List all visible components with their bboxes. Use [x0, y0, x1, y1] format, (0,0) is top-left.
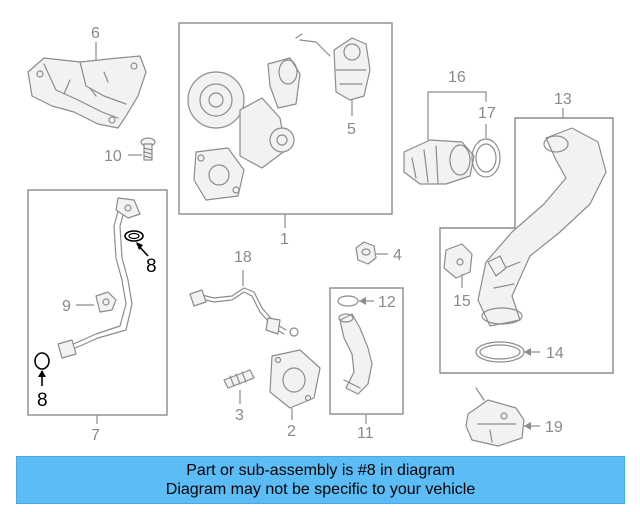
part-13-charge-air-pipe[interactable]	[477, 127, 607, 327]
part-18-oil-line[interactable]	[189, 287, 299, 337]
callout-9: 9	[62, 298, 71, 315]
callout-7: 7	[91, 427, 100, 444]
part-8-seal-washer-lower[interactable]	[34, 352, 50, 370]
callout-8-upper: 8	[146, 256, 157, 277]
charge-pipe-box	[439, 117, 614, 374]
callout-3: 3	[235, 407, 244, 424]
part-11-oil-return-pipe[interactable]	[338, 313, 373, 395]
callout-14: 14	[546, 345, 564, 362]
part-16-intake-connector[interactable]	[403, 139, 475, 185]
callout-2: 2	[287, 423, 296, 440]
part-17-seal-ring[interactable]	[471, 138, 501, 178]
banner-line-2: Diagram may not be specific to your vehi…	[165, 481, 476, 498]
part-6-heat-shield[interactable]	[27, 55, 147, 129]
part-12-o-ring[interactable]	[337, 295, 359, 307]
callout-6: 6	[91, 25, 100, 42]
part-10-bolt[interactable]	[140, 137, 156, 161]
callout-17: 17	[478, 105, 496, 122]
callout-8-lower: 8	[37, 390, 48, 411]
callout-11: 11	[357, 425, 374, 442]
part-14-clamp-ring[interactable]	[475, 341, 525, 363]
part-2-gasket[interactable]	[269, 349, 321, 409]
callout-5: 5	[347, 121, 356, 138]
callout-19: 19	[545, 419, 563, 436]
part-7-oil-supply-line[interactable]	[57, 197, 141, 359]
banner-line-1: Part or sub-assembly is #8 in diagram	[186, 462, 455, 479]
part-9-banjo-fitting[interactable]	[95, 291, 117, 313]
callout-1: 1	[280, 231, 289, 248]
part-3-stud[interactable]	[223, 369, 255, 389]
callout-4: 4	[393, 247, 402, 264]
callout-12: 12	[378, 294, 396, 311]
part-8-seal-washer-upper[interactable]	[124, 230, 144, 242]
part-4-nut[interactable]	[355, 241, 377, 265]
callout-16: 16	[448, 69, 466, 86]
callout-18: 18	[234, 249, 252, 266]
callout-13: 13	[554, 91, 572, 108]
callout-10: 10	[104, 148, 122, 165]
part-1-turbocharger[interactable]	[187, 33, 371, 201]
part-info-banner: Part or sub-assembly is #8 in diagram Di…	[16, 456, 625, 504]
callout-15: 15	[453, 293, 471, 310]
part-15-pipe-bracket[interactable]	[443, 243, 507, 279]
part-19-bracket[interactable]	[465, 387, 525, 447]
